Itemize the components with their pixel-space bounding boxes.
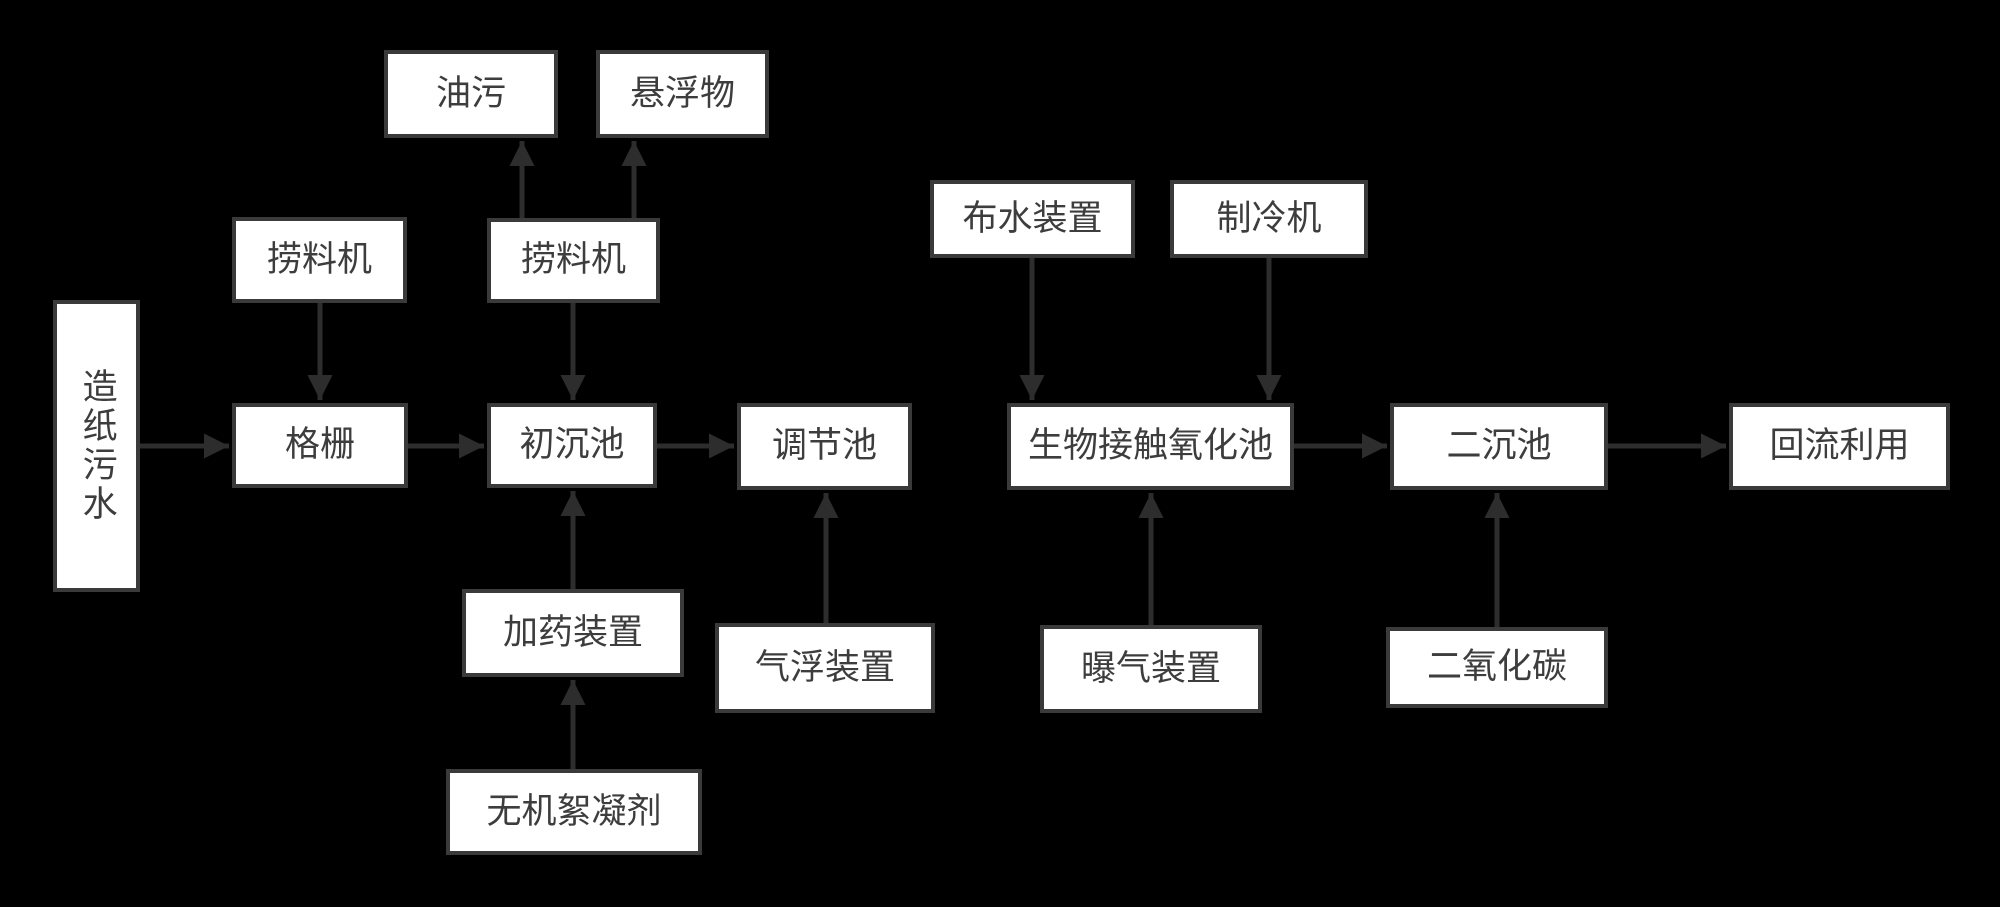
node-chiller: 制冷机 [1170, 180, 1368, 258]
node-reuse: 回流利用 [1729, 403, 1950, 490]
node-dosing-device-label: 加药装置 [502, 612, 643, 652]
node-bar-screen-label: 格栅 [284, 425, 355, 465]
node-oil: 油污 [384, 50, 558, 138]
node-oil-label: 油污 [435, 73, 506, 113]
node-skimmer-1: 捞料机 [232, 217, 407, 303]
node-water-distributor: 布水装置 [930, 180, 1135, 258]
node-reuse-label: 回流利用 [1769, 426, 1910, 466]
node-secondary-sedimentation: 二沉池 [1390, 403, 1608, 490]
node-regulating-tank-label: 调节池 [771, 426, 877, 466]
node-carbon-dioxide: 二氧化碳 [1386, 627, 1608, 708]
node-primary-sedimentation-label: 初沉池 [519, 425, 625, 465]
node-dosing-device: 加药装置 [462, 589, 684, 677]
node-skimmer-1-label: 捞料机 [266, 239, 372, 279]
node-paper-wastewater: 造纸污水 [53, 300, 140, 592]
node-inorganic-flocculant: 无机絮凝剂 [446, 769, 702, 855]
node-bar-screen: 格栅 [232, 403, 408, 488]
node-skimmer-2-label: 捞料机 [520, 240, 626, 280]
node-inorganic-flocculant-label: 无机絮凝剂 [486, 791, 662, 831]
node-air-flotation-label: 气浮装置 [754, 647, 895, 687]
node-suspended-solids: 悬浮物 [596, 50, 769, 138]
node-chiller-label: 制冷机 [1216, 198, 1322, 238]
node-skimmer-2: 捞料机 [487, 218, 660, 303]
node-air-flotation: 气浮装置 [715, 623, 935, 713]
node-aeration-device-label: 曝气装置 [1080, 648, 1221, 688]
node-carbon-dioxide-label: 二氧化碳 [1426, 647, 1567, 687]
node-paper-wastewater-label: 造纸污水 [77, 368, 117, 524]
node-water-distributor-label: 布水装置 [962, 198, 1103, 238]
node-primary-sedimentation: 初沉池 [487, 403, 657, 488]
node-secondary-sedimentation-label: 二沉池 [1446, 426, 1552, 466]
node-regulating-tank: 调节池 [737, 403, 912, 490]
node-bio-contact-oxidation-label: 生物接触氧化池 [1027, 426, 1273, 466]
node-suspended-solids-label: 悬浮物 [629, 73, 735, 113]
node-aeration-device: 曝气装置 [1040, 625, 1262, 713]
node-bio-contact-oxidation: 生物接触氧化池 [1007, 403, 1294, 490]
